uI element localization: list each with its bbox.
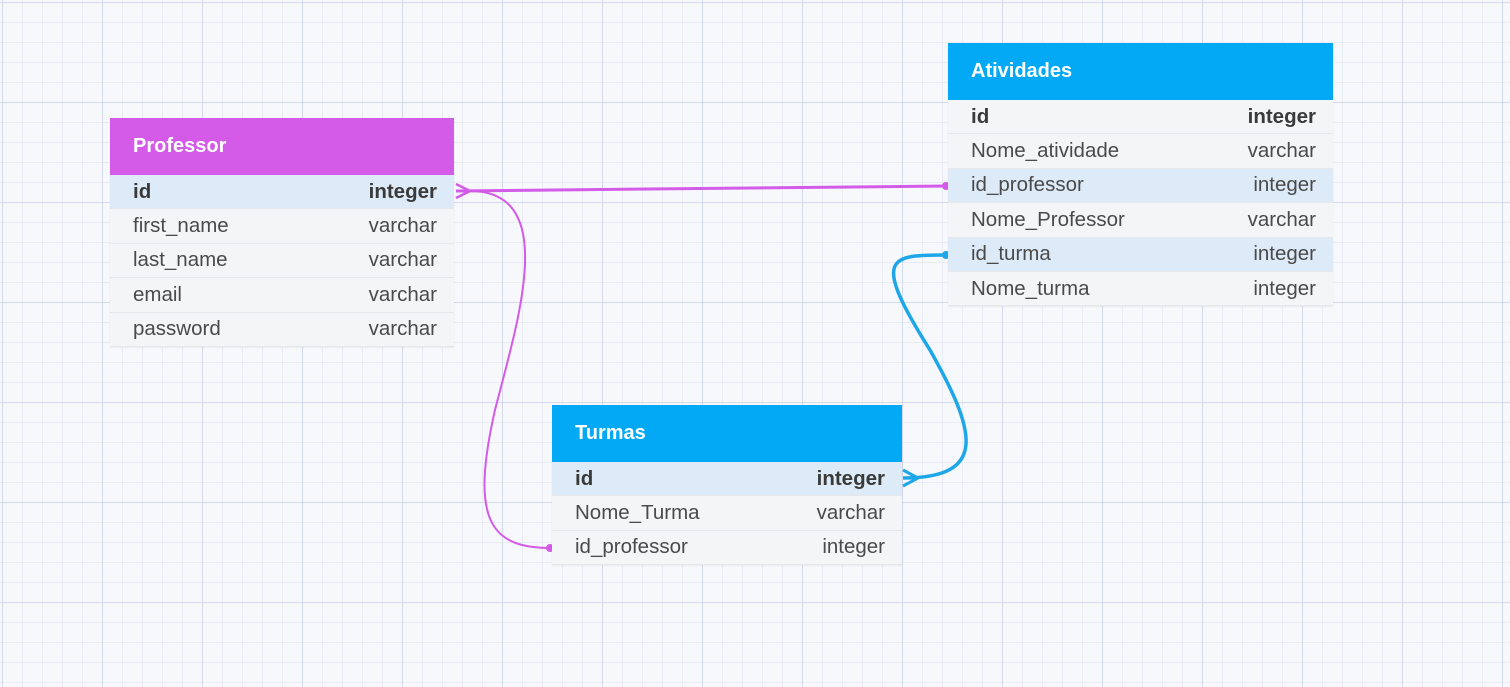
field-type: integer bbox=[1253, 173, 1316, 197]
field-type: integer bbox=[1253, 242, 1316, 266]
field-name: id_professor bbox=[971, 173, 1084, 197]
field-row-professor-email[interactable]: email varchar bbox=[110, 278, 454, 313]
field-type: varchar bbox=[1247, 139, 1316, 163]
field-type: integer bbox=[822, 535, 885, 559]
field-name: id_turma bbox=[971, 242, 1051, 266]
field-row-atividades-id[interactable]: id integer bbox=[948, 100, 1333, 135]
field-row-atividades-nome-atividade[interactable]: Nome_atividade varchar bbox=[948, 134, 1333, 169]
field-type: varchar bbox=[1247, 207, 1316, 231]
field-name: id_professor bbox=[575, 535, 688, 559]
field-name: email bbox=[133, 282, 182, 306]
field-row-atividades-id-turma[interactable]: id_turma integer bbox=[948, 237, 1333, 272]
field-name: id bbox=[575, 466, 594, 490]
field-row-professor-first-name[interactable]: first_name varchar bbox=[110, 209, 454, 244]
field-type: integer bbox=[1247, 104, 1316, 128]
field-name: last_name bbox=[133, 248, 228, 272]
table-title-atividades: Atividades bbox=[971, 60, 1073, 82]
field-row-turmas-id[interactable]: id integer bbox=[552, 462, 902, 497]
field-type: integer bbox=[368, 179, 437, 203]
field-row-atividades-id-professor[interactable]: id_professor integer bbox=[948, 168, 1333, 204]
table-title-professor: Professor bbox=[133, 135, 227, 157]
field-type: varchar bbox=[816, 501, 885, 525]
field-type: varchar bbox=[368, 282, 437, 306]
field-row-atividades-nome-turma[interactable]: Nome_turma integer bbox=[948, 272, 1333, 307]
table-turmas[interactable]: Turmas id integer Nome_Turma varchar id_… bbox=[552, 405, 902, 566]
table-header-professor[interactable]: Professor bbox=[110, 118, 454, 175]
field-row-atividades-nome-professor[interactable]: Nome_Professor varchar bbox=[948, 203, 1333, 238]
field-row-professor-id[interactable]: id integer bbox=[110, 175, 454, 210]
field-row-turmas-id-professor[interactable]: id_professor integer bbox=[552, 531, 902, 566]
field-type: varchar bbox=[368, 317, 437, 341]
field-row-professor-password[interactable]: password varchar bbox=[110, 313, 454, 347]
relation-professor-turmas[interactable] bbox=[469, 190, 552, 549]
field-name: password bbox=[133, 317, 221, 341]
field-name: id bbox=[133, 179, 152, 203]
field-type: integer bbox=[1253, 276, 1316, 300]
field-row-professor-last-name[interactable]: last_name varchar bbox=[110, 244, 454, 279]
field-name: Nome_turma bbox=[971, 276, 1090, 300]
crows-foot-professor-atividades bbox=[455, 182, 473, 200]
table-header-turmas[interactable]: Turmas bbox=[552, 405, 902, 462]
field-type: varchar bbox=[368, 214, 437, 238]
field-row-turmas-nome-turma[interactable]: Nome_Turma varchar bbox=[552, 496, 902, 531]
table-header-atividades[interactable]: Atividades bbox=[948, 43, 1333, 100]
relation-professor-atividades[interactable] bbox=[455, 184, 948, 193]
field-name: id bbox=[971, 104, 990, 128]
table-professor[interactable]: Professor id integer first_name varchar … bbox=[110, 118, 454, 347]
field-name: Nome_Turma bbox=[575, 501, 700, 525]
field-name: Nome_Professor bbox=[971, 207, 1125, 231]
field-type: varchar bbox=[368, 248, 437, 272]
field-name: Nome_atividade bbox=[971, 139, 1120, 163]
field-type: integer bbox=[816, 466, 885, 490]
table-title-turmas: Turmas bbox=[575, 422, 646, 444]
table-atividades[interactable]: Atividades id integer Nome_atividade var… bbox=[948, 43, 1333, 307]
field-name: first_name bbox=[133, 214, 229, 238]
crows-foot-turmas-atividades bbox=[902, 468, 922, 488]
